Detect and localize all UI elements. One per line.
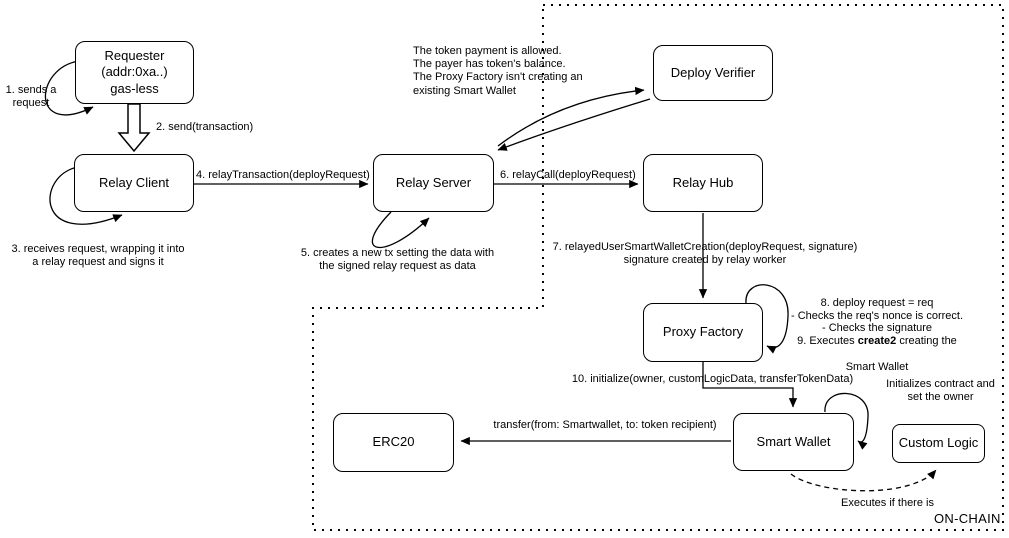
note-initializes: Initializes contract and set the owner [886, 378, 995, 404]
node-relay-server: Relay Server [373, 154, 494, 212]
node-requester: Requester (addr:0xa..) gas-less [75, 41, 194, 104]
node-smart-wallet: Smart Wallet [733, 413, 854, 471]
label-step5: 5. creates a new tx setting the data wit… [300, 247, 495, 273]
label-executes-if: Executes if there is [841, 497, 934, 509]
arrow-step10 [702, 362, 798, 408]
arrow-step1-self-loop [44, 60, 94, 116]
arrow-to-deploy-verifier [497, 86, 645, 147]
arrow-step8-self-loop [745, 284, 789, 354]
label-step7: 7. relayedUserSmartWalletCreation(deploy… [552, 241, 858, 267]
node-proxy-factory: Proxy Factory [643, 303, 763, 362]
node-deploy-verifier: Deploy Verifier [653, 45, 773, 101]
label-step4: 4. relayTransaction(deployRequest) [196, 169, 370, 181]
label-step3: 3. receives request, wrapping it into a … [11, 243, 185, 269]
arrow-executes-dashed [790, 469, 937, 492]
node-relay-client: Relay Client [74, 154, 194, 212]
arrow-step3-self-loop [49, 166, 123, 225]
label-transfer: transfer(from: Smartwallet, to: token re… [493, 419, 717, 431]
label-step8-lines: 8. deploy request = req - Checks the req… [790, 296, 964, 335]
node-relay-hub: Relay Hub [643, 154, 763, 212]
label-step10: 10. initialize(owner, customLogicData, t… [571, 373, 854, 385]
label-step9-line: 9. Executes create2 creating the [797, 335, 957, 347]
label-step6: 6. relayCall(deployRequest) [500, 169, 636, 181]
label-step2: 2. send(transaction) [156, 121, 254, 133]
create2-bold: create2 [857, 335, 897, 347]
node-erc20: ERC20 [333, 413, 454, 472]
label-step1: 1. sends a request [5, 84, 57, 110]
arrow-smart-wallet-self-loop [824, 392, 869, 450]
arrow-from-deploy-verifier [497, 98, 651, 151]
note-verifier-checks: The token payment is allowed. The payer … [413, 45, 583, 97]
node-custom-logic: Custom Logic [892, 424, 985, 463]
arrow-step5-self-loop [371, 211, 430, 249]
onchain-region-label: ON-CHAIN [934, 511, 1001, 526]
arrow-step2-block [117, 103, 151, 153]
label-step8-9: 8. deploy request = req - Checks the req… [779, 284, 975, 386]
label-step9-line2: Smart Wallet [845, 360, 909, 373]
